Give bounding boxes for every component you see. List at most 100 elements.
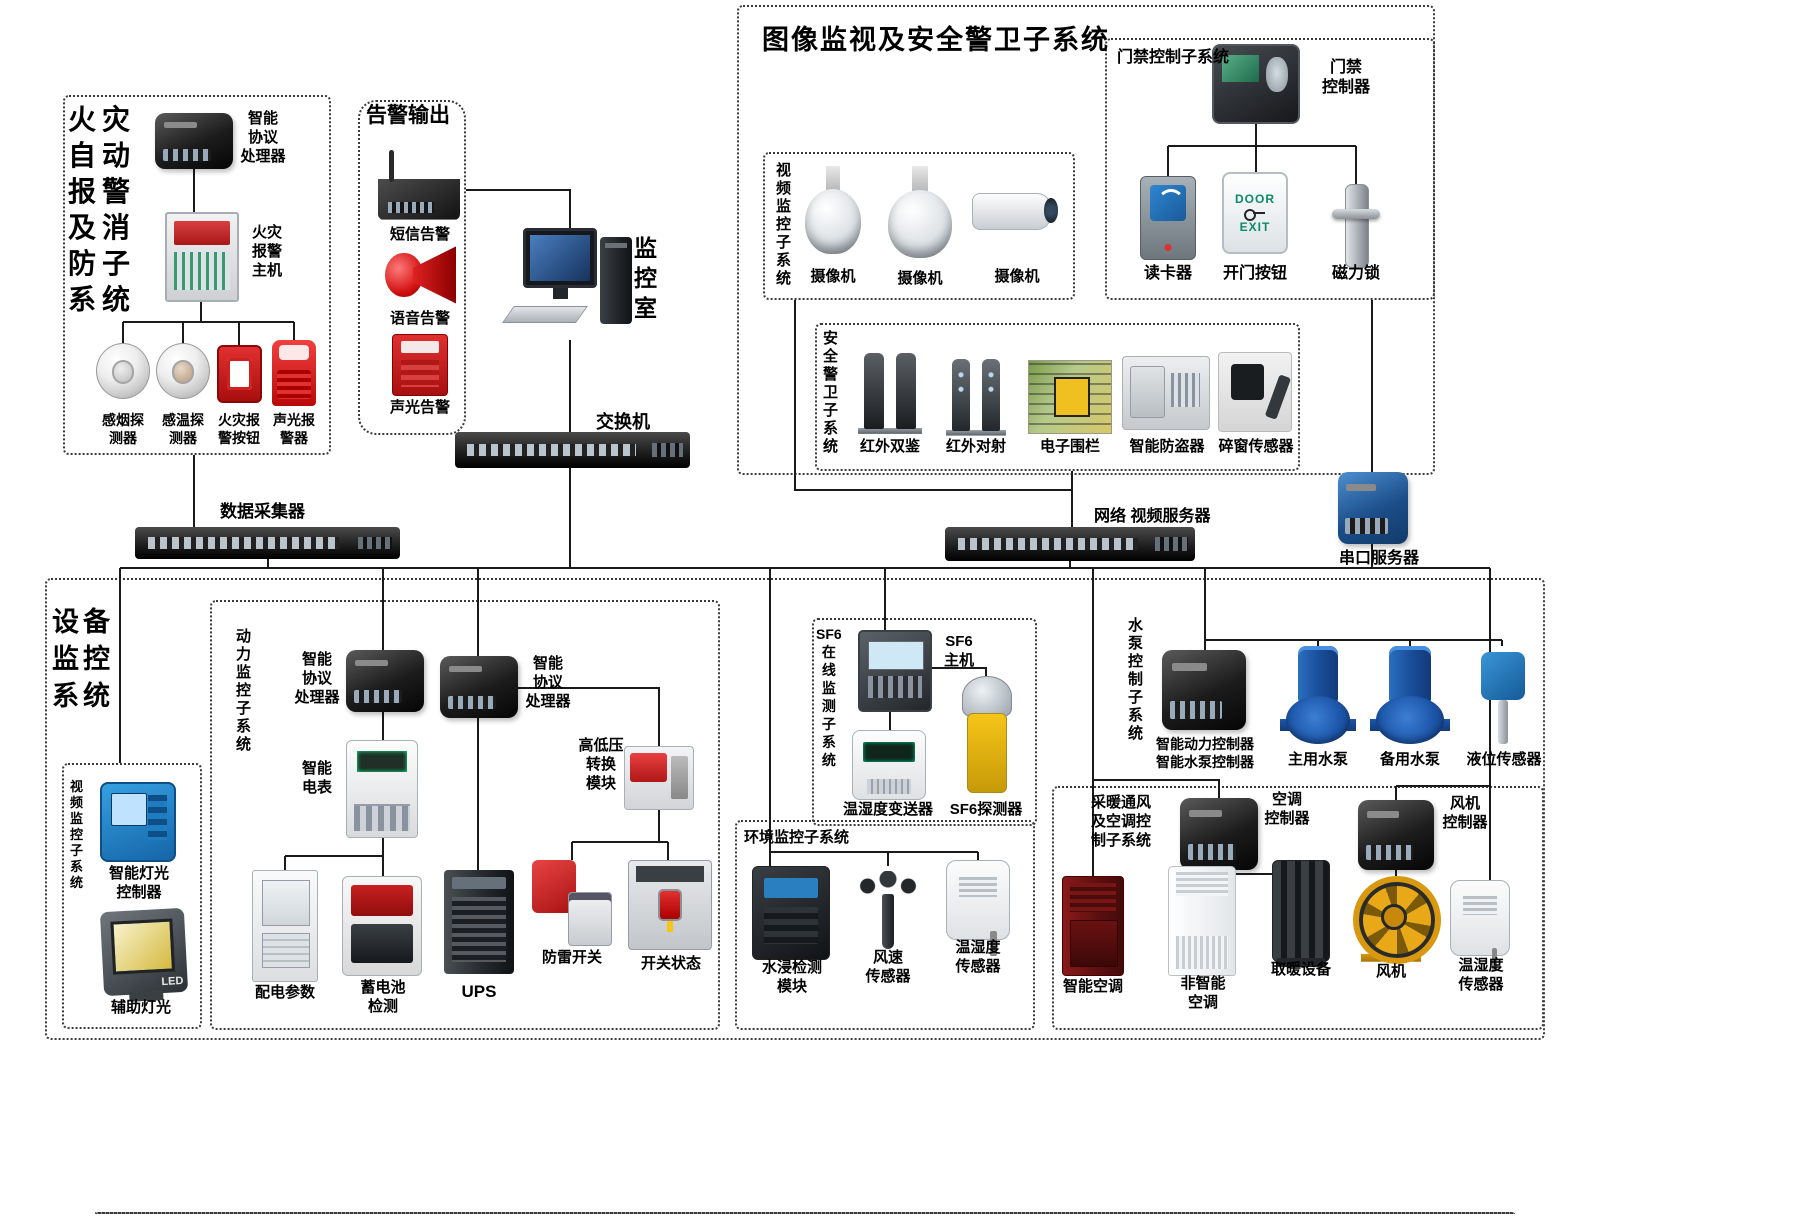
nvr-label: 网络 视频服务器 xyxy=(1094,508,1211,525)
hvac-control-box xyxy=(1052,786,1544,1030)
nvr-device xyxy=(945,527,1195,561)
led-text: LED xyxy=(161,974,184,989)
access-controller-device xyxy=(1212,44,1300,124)
power-processor-label: 智能 协议 处理器 xyxy=(294,651,340,706)
camera-label: 摄像机 xyxy=(994,268,1040,285)
fire-call-point-label: 火灾报 警按钮 xyxy=(218,412,260,446)
pump-title: 水 泵 控 制 子 系 统 xyxy=(1128,617,1144,742)
alarm-output-box xyxy=(358,100,466,435)
ac-controller-label: 空调 控制器 xyxy=(1264,791,1310,827)
anti-theft-device xyxy=(1122,356,1210,430)
voice-alarm-label: 语音告警 xyxy=(389,310,450,327)
sf6-detector-device xyxy=(958,676,1014,798)
monitor-stand xyxy=(552,288,569,299)
bottom-video-box xyxy=(62,763,202,1029)
env-th-sensor-device xyxy=(946,860,1010,957)
plain-ac-label: 非智能 空调 xyxy=(1180,975,1226,1011)
fire-sounder-device xyxy=(272,340,316,406)
ir-dual-detector-device xyxy=(858,350,922,434)
hvac-th-sensor-label: 温湿度 传感器 xyxy=(1458,957,1504,993)
power-monitoring-box xyxy=(210,600,720,1030)
access-control-title: 门禁控制子系统 xyxy=(1117,49,1230,66)
smart-ac-label: 智能空调 xyxy=(1062,978,1123,995)
heater-device xyxy=(1272,860,1330,967)
water-leak-label: 水浸检测 模块 xyxy=(761,959,822,995)
distribution-label: 配电参数 xyxy=(254,984,315,1001)
light-controller-device xyxy=(100,782,176,862)
pc-tower xyxy=(600,236,632,325)
monitor-room-label: 监 控 室 xyxy=(634,235,657,321)
sf6-host-label: SF6 主机 xyxy=(943,633,974,669)
breaker-status-label: 开关状态 xyxy=(640,955,701,972)
door-text: DOOR xyxy=(1235,192,1275,206)
card-reader-label: 读卡器 xyxy=(1143,265,1192,282)
power-protocol-processor-device xyxy=(346,650,424,712)
sms-alarm-device xyxy=(378,150,460,220)
fire-alarm-host-label: 火灾 报警 主机 xyxy=(251,224,282,279)
fire-protocol-processor-device xyxy=(155,113,233,169)
sms-alarm-label: 短信告警 xyxy=(389,226,450,243)
hv-module-label: 高低压 转换 模块 xyxy=(578,737,624,792)
door-open-button-label: 开门按钮 xyxy=(1222,265,1287,282)
camera-label: 摄像机 xyxy=(810,268,856,285)
environment-monitoring-box xyxy=(735,820,1035,1030)
door-open-button-device: DOOR EXIT xyxy=(1222,172,1288,254)
th-transmitter-label: 温湿度变送器 xyxy=(842,801,933,818)
card-reader-device xyxy=(1140,176,1196,260)
smoke-detector-device xyxy=(96,343,150,399)
power-processor-label: 智能 协议 处理器 xyxy=(525,655,571,710)
bullet-camera-device xyxy=(972,182,1062,250)
th-transmitter-device xyxy=(852,730,926,800)
fire-title: 火灾 自动 报警 及消 防子 系统 xyxy=(68,104,137,315)
security-guard-title: 安 全 警 卫 子 系 统 xyxy=(823,330,839,455)
bottom-video-title: 视 频 监 控 子 系 统 xyxy=(70,779,84,890)
pump-controller-label: 智能动力控制器 智能水泵控制器 xyxy=(1156,736,1254,770)
alarm-output-title: 告警输出 xyxy=(366,104,450,127)
lightning-switch-device xyxy=(532,860,612,946)
fire-call-point-device xyxy=(217,345,262,403)
key-icon xyxy=(1244,208,1266,221)
sf6-title: SF6 在 线 监 测 子 系 统 xyxy=(816,626,842,768)
magnetic-lock-device xyxy=(1326,184,1386,268)
exit-text: EXIT xyxy=(1239,220,1271,234)
security-guard-box xyxy=(815,323,1300,471)
ir-beam-detector-device xyxy=(946,356,1006,436)
ir-dual-label: 红外双鉴 xyxy=(859,438,920,455)
wind-sensor-label: 风速 传感器 xyxy=(865,949,911,985)
backup-pump-device xyxy=(1370,646,1450,750)
access-control-box xyxy=(1105,38,1435,300)
plain-ac-device xyxy=(1168,866,1236,976)
level-sensor-label: 液位传感器 xyxy=(1466,751,1542,768)
level-sensor-device xyxy=(1474,646,1532,746)
smart-meter-label: 智能 电表 xyxy=(301,760,332,796)
breaker-status-device xyxy=(628,860,712,950)
env-title: 环境监控子系统 xyxy=(744,829,850,846)
video-surveillance-box xyxy=(763,152,1075,300)
heat-detector-device xyxy=(156,343,210,399)
ups-device xyxy=(444,870,514,974)
keyboard xyxy=(501,306,588,324)
fan-controller-label: 风机 控制器 xyxy=(1442,795,1488,831)
distribution-cabinet-device xyxy=(252,870,318,982)
electronic-fence-device xyxy=(1028,360,1112,434)
main-pump-label: 主用水泵 xyxy=(1287,751,1348,768)
ptz-camera-device xyxy=(882,166,958,264)
sf6-host-device xyxy=(858,630,932,712)
smart-ac-device xyxy=(1062,876,1124,976)
data-collector-label: 数据采集器 xyxy=(220,502,305,521)
ac-controller-device xyxy=(1180,798,1258,870)
core-switch-label: 交换机 xyxy=(596,412,650,432)
smoke-detector-label: 感烟探 测器 xyxy=(102,412,144,446)
monitor-screen xyxy=(523,228,598,289)
window-break-sensor-device xyxy=(1218,352,1292,432)
ups-label: UPS xyxy=(461,982,497,1001)
camera-label: 摄像机 xyxy=(897,270,943,287)
hvac-th-sensor-device xyxy=(1450,880,1510,972)
magnetic-lock-label: 磁力锁 xyxy=(1331,265,1380,282)
backup-pump-label: 备用水泵 xyxy=(1379,751,1440,768)
serial-server-label: 串口服务器 xyxy=(1338,550,1419,567)
sf6-monitoring-box xyxy=(812,618,1037,826)
smart-meter-device xyxy=(346,740,418,838)
aux-light-label: 辅助灯光 xyxy=(110,999,171,1016)
